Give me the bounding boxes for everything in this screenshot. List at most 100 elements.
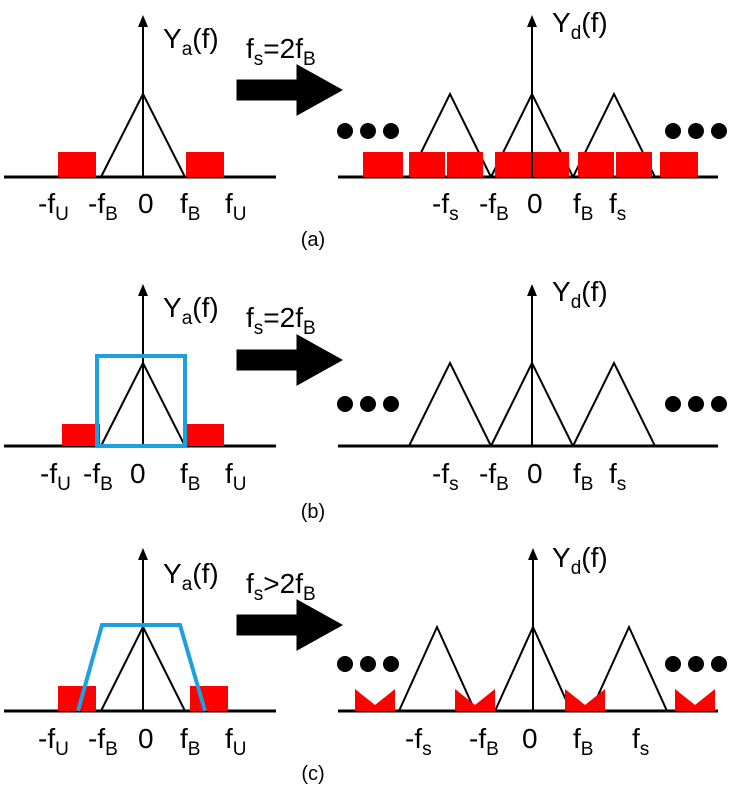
ellipsis-dot-left-2: [360, 123, 376, 139]
sampling-rate-condition-rhs-sub: B: [303, 49, 316, 70]
analog-tick-3-base: f: [180, 458, 188, 489]
digital-tick-4-base: f: [609, 458, 617, 489]
digital-tick-1: -fB: [479, 188, 509, 225]
digital-tick-2: 0: [527, 458, 543, 489]
analog-amp-axis: [138, 15, 148, 177]
digital-tick-3: fB: [573, 188, 593, 225]
analog-tick-0-sign: -: [38, 723, 47, 754]
analog-tick-3-base: f: [180, 188, 188, 219]
digital-tick-0: -fs: [432, 188, 459, 225]
ellipsis-dot-left-1: [337, 656, 353, 672]
analog-amp-axis-head: [138, 15, 148, 27]
digital-amp-axis: [527, 15, 537, 177]
ellipsis-dot-left-3: [383, 656, 399, 672]
analog-tick-1-base: f: [92, 458, 100, 489]
analog-tick-0-base: f: [49, 458, 57, 489]
sampling-rate-condition-rhs-sub: B: [303, 318, 316, 339]
digital-tick-3-sub: B: [581, 474, 594, 495]
ellipsis-dot-left-2: [360, 396, 376, 412]
sampling-arrow-c: fs>2fB: [236, 568, 344, 651]
analog-tick-1-sign: -: [88, 188, 97, 219]
spectral-replica-1: [493, 624, 573, 712]
analog-tick-0-sub: U: [55, 739, 69, 760]
spectral-replica-1: [489, 91, 575, 178]
digital-spectrum-label-arg: (f): [581, 7, 607, 38]
digital-tick-1-sign: -: [479, 188, 488, 219]
digital-tick-3: fB: [573, 458, 593, 495]
sampling-rate-condition: fs>2fB: [246, 568, 316, 605]
analog-tick-1-sub: B: [105, 204, 118, 225]
digital-tick-2: 0: [527, 188, 543, 219]
aliased-band-5: [578, 152, 614, 177]
digital-tick-1-sub: B: [496, 204, 509, 225]
baseband-triangle: [99, 624, 187, 712]
sampling-rate-condition-rhs: 2f: [280, 33, 304, 64]
aliased-band-6: [616, 152, 652, 177]
digital-tick-2-base: 0: [527, 188, 543, 219]
digital-tick-4-sub: s: [640, 739, 650, 760]
analog-tick-3-base: f: [180, 723, 188, 754]
digital-tick-1-sign: -: [469, 723, 478, 754]
digital-tick-1-base: f: [488, 188, 496, 219]
digital-tick-3-sub: B: [581, 204, 594, 225]
residual-alias-1: [455, 689, 495, 711]
ellipsis-dot-right-3: [711, 123, 727, 139]
analog-tick-1-sub: B: [100, 474, 113, 495]
sampling-rate-condition: fs=2fB: [246, 33, 316, 70]
analog-tick-2-base: 0: [130, 458, 146, 489]
digital-spectrum-label-sub: d: [571, 558, 582, 579]
ellipsis-dot-left-3: [383, 123, 399, 139]
digital-spectrum-label: Yd(f): [552, 542, 608, 579]
sampling-rate-condition-op: >: [263, 568, 279, 599]
alias-band-left: [58, 152, 96, 177]
digital-tick-4-base: f: [632, 723, 640, 754]
digital-spectrum-label-arg: (f): [581, 276, 607, 307]
analog-tick-1-sign: -: [83, 458, 92, 489]
digital-tick-4-sub: s: [617, 204, 627, 225]
digital-tick-0-sign: -: [432, 188, 441, 219]
digital-amp-axis-head: [527, 284, 537, 296]
analog-amp-axis-head: [138, 284, 148, 296]
digital-tick-2-base: 0: [527, 458, 543, 489]
baseband-triangle: [99, 91, 187, 178]
analog-tick-1: -fB: [83, 458, 113, 495]
sampling-rate-condition-lhs: f: [246, 302, 254, 333]
analog-tick-1-sub: B: [105, 739, 118, 760]
analog-tick-3-sub: B: [188, 204, 201, 225]
digital-spectrum-label-sub: d: [571, 292, 582, 313]
aliased-band-4: [533, 152, 569, 177]
digital-tick-1-sub: B: [486, 739, 499, 760]
sampling-rate-condition-lhs: f: [246, 568, 254, 599]
digital-tick-0: -fs: [432, 458, 459, 495]
aliased-band-3: [495, 152, 531, 177]
digital-amp-axis: [528, 548, 538, 711]
ellipsis-dot-left-2: [360, 656, 376, 672]
digital-tick-3-base: f: [573, 723, 581, 754]
analog-tick-4: fU: [225, 458, 247, 495]
alias-band-right: [186, 152, 224, 177]
ellipsis-dot-left-3: [383, 396, 399, 412]
analog-tick-4-sub: U: [233, 739, 247, 760]
analog-tick-0-base: f: [47, 188, 55, 219]
spectral-replica-0: [397, 624, 477, 712]
digital-tick-0-base: f: [414, 723, 422, 754]
analog-spectrum-label-sub: a: [182, 574, 193, 595]
digital-tick-3-base: f: [573, 188, 581, 219]
analog-spectrum-label-fn: Y: [163, 23, 182, 54]
aliased-band-1: [409, 152, 445, 177]
sampling-rate-condition-rhs: 2f: [280, 302, 304, 333]
analog-tick-1-base: f: [97, 188, 105, 219]
digital-tick-0-base: f: [441, 458, 449, 489]
analog-tick-4-base: f: [225, 458, 233, 489]
digital-tick-0-sub: s: [449, 474, 459, 495]
ellipsis-dot-right-2: [688, 656, 704, 672]
analog-tick-2-base: 0: [138, 188, 154, 219]
digital-tick-1-base: f: [488, 458, 496, 489]
sampling-rate-condition-op: =: [263, 302, 279, 333]
analog-tick-0-base: f: [47, 723, 55, 754]
analog-spectrum-label: Ya(f): [163, 292, 219, 329]
analog-spectrum-label-sub: a: [182, 39, 193, 60]
ellipsis-dot-right-1: [665, 123, 681, 139]
